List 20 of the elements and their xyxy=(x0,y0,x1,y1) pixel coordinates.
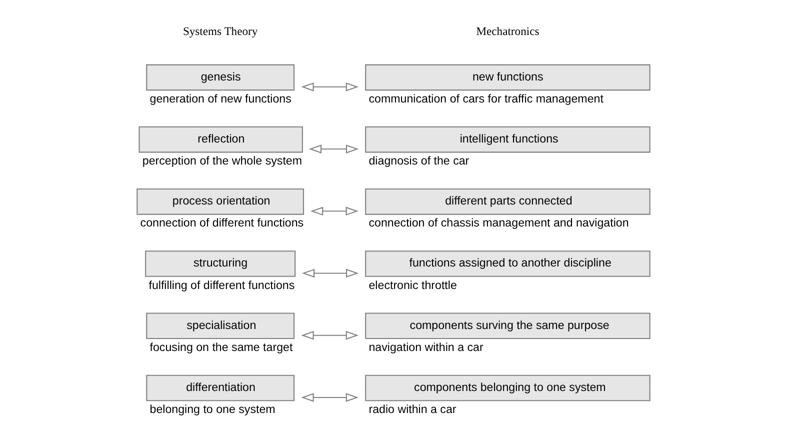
node-label: electronic throttle xyxy=(368,279,456,292)
node-label: diagnosis of the car xyxy=(368,155,469,168)
arrow xyxy=(300,330,358,340)
node-label: generation of new functions xyxy=(149,92,291,105)
arrow xyxy=(301,268,358,278)
node-label: belonging to one system xyxy=(149,404,275,416)
arrow xyxy=(300,392,358,402)
node-label: perception of the whole system xyxy=(142,155,302,168)
node-label: fulfilling of different functions xyxy=(148,279,294,292)
arrow xyxy=(310,206,358,216)
node-label: radio within a car xyxy=(368,404,456,416)
node-label: communication of cars for traffic management xyxy=(368,92,603,105)
node-label: navigation within a car xyxy=(368,341,483,354)
label: Systems Theory xyxy=(182,24,258,38)
label: Mechatronics xyxy=(476,24,539,38)
node-label: connection of chassis management and navigation xyxy=(368,217,628,230)
node-label: connection of different functions xyxy=(140,217,304,230)
arrow xyxy=(308,144,358,153)
node-label: focusing on the same target xyxy=(149,341,292,354)
arrow xyxy=(300,82,358,91)
